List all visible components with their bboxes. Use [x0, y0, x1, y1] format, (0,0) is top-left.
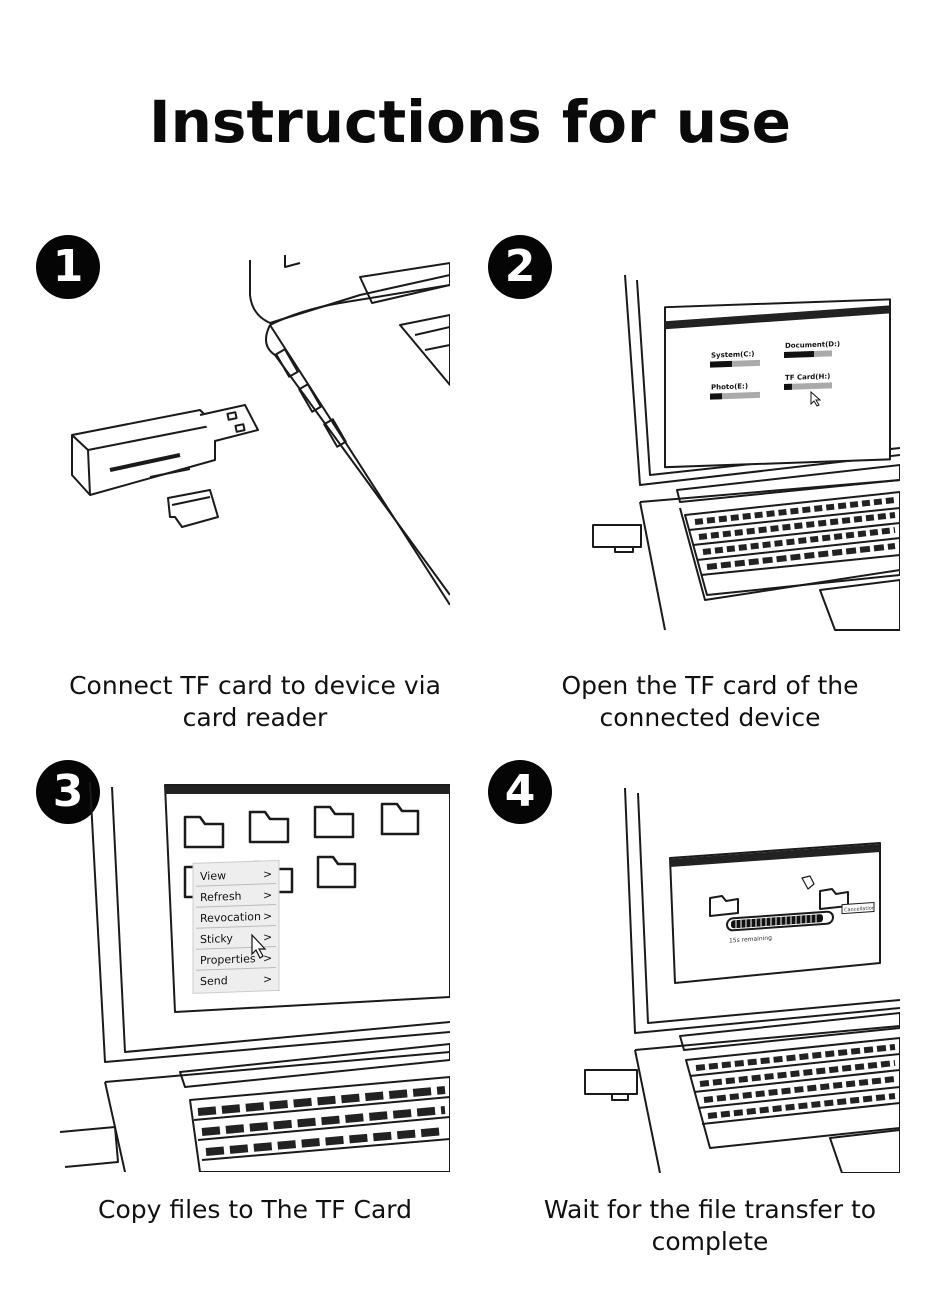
- step-3-caption-line-1: Copy files to The TF Card: [98, 1195, 412, 1224]
- step-3-badge: 3: [36, 760, 100, 824]
- menu-item-refresh: Refresh: [200, 890, 242, 904]
- menu-arrow-send: >: [263, 973, 272, 986]
- menu-arrow-refresh: >: [263, 889, 272, 902]
- drive-label-photo: Photo(E:): [711, 382, 748, 391]
- menu-item-revocation: Revocation: [200, 910, 261, 925]
- menu-arrow-revocation: >: [263, 910, 272, 923]
- remaining-time-text: 15s remaining: [729, 935, 772, 945]
- step-1-illustration: [71, 255, 450, 606]
- step-4-caption-line-1: Wait for the file transfer to: [543, 1195, 877, 1224]
- step-4-caption-line-2: complete: [651, 1227, 769, 1256]
- step-4-caption: Wait for the file transfer to complete: [485, 1194, 935, 1258]
- step-1-badge: 1: [36, 235, 100, 299]
- cancellation-button: Cancellation: [844, 905, 875, 913]
- page-title: Instructions for use: [149, 88, 791, 156]
- step-4-illustration: 15s remaining Cancellation: [584, 788, 900, 1173]
- menu-arrow-properties: >: [263, 952, 272, 965]
- step-4-badge: 4: [488, 760, 552, 824]
- menu-item-properties: Properties: [200, 952, 256, 967]
- step-2-illustration: System(C:) Document(D:) Photo(E:) TF Car…: [592, 274, 900, 631]
- step-1-caption: Connect TF card to device via card reade…: [30, 670, 480, 734]
- menu-item-sticky: Sticky: [200, 932, 233, 946]
- menu-arrow-view: >: [263, 868, 272, 881]
- step-1-caption-line-2: card reader: [182, 703, 328, 732]
- drive-label-tfcard: TF Card(H:): [785, 372, 830, 382]
- step-2-caption-line-2: connected device: [599, 703, 821, 732]
- menu-item-view: View: [200, 869, 226, 883]
- menu-arrow-sticky: >: [263, 931, 272, 944]
- step-2-badge: 2: [488, 235, 552, 299]
- menu-item-send: Send: [200, 974, 228, 988]
- step-1-caption-line-1: Connect TF card to device via: [69, 671, 441, 700]
- cursor-icon: [251, 933, 267, 959]
- step-3-illustration: View Refresh Revocation Sticky Propertie…: [60, 782, 450, 1172]
- drive-label-document: Document(D:): [785, 340, 840, 350]
- step-2-caption-line-1: Open the TF card of the: [561, 671, 859, 700]
- step-3-caption: Copy files to The TF Card: [30, 1194, 480, 1226]
- step-2-caption: Open the TF card of the connected device: [485, 670, 935, 734]
- cursor-icon: [810, 390, 822, 407]
- drive-label-system: System(C:): [711, 350, 754, 360]
